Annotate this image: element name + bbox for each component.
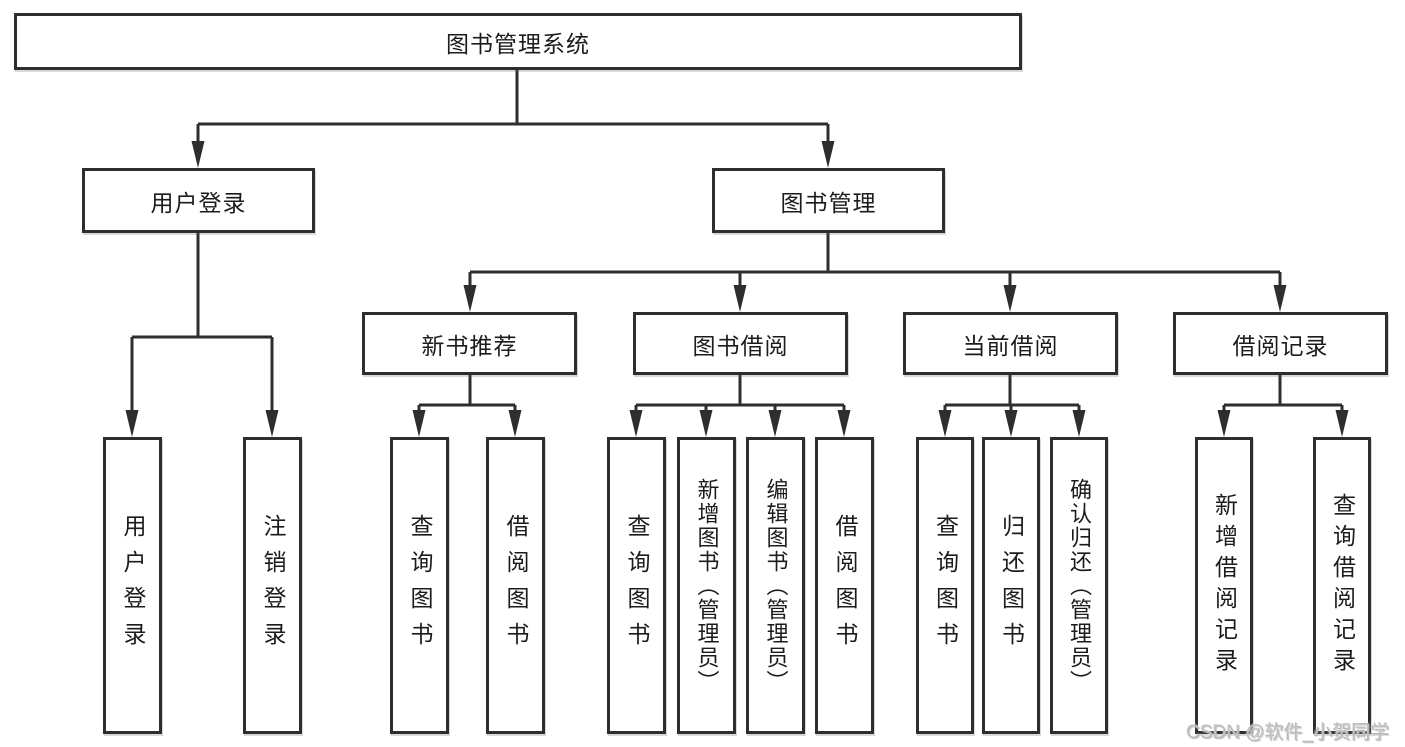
leaf-cb-query-books-label: 查询图书 [932,513,959,658]
node-new-book-recommend: 新书推荐 [362,312,577,375]
leaf-user-login: 用户登录 [103,437,162,734]
leaf-bb-borrow-books-label: 借阅图书 [832,513,858,658]
leaf-bb-edit-books-admin: 编辑图书（管理员） [746,437,805,734]
leaf-bb-query-books-label: 查询图书 [624,513,650,658]
leaf-br-query-record-label: 查询借阅记录 [1329,492,1356,679]
leaf-logout-label: 注销登录 [260,513,286,658]
leaf-br-query-record: 查询借阅记录 [1313,437,1371,734]
csdn-watermark: CSDN @软件_小贺同学 [1186,722,1389,743]
leaf-cb-return-books: 归还图书 [982,437,1040,734]
leaf-cb-query-books: 查询图书 [916,437,974,734]
leaf-bb-add-books-admin-label: 新增图书（管理员） [694,477,720,694]
leaf-bb-borrow-books: 借阅图书 [815,437,874,734]
node-book-management: 图书管理 [712,168,945,233]
node-borrowing-records: 借阅记录 [1173,312,1388,375]
leaf-cb-return-books-label: 归还图书 [998,513,1025,658]
node-book-borrowing-label: 图书借阅 [692,332,789,359]
node-book-management-label: 图书管理 [780,189,877,216]
leaf-nb-query-books: 查询图书 [390,437,449,734]
node-user-login-label: 用户登录 [150,189,247,216]
leaf-nb-borrow-books: 借阅图书 [486,437,545,734]
node-current-borrowing: 当前借阅 [903,312,1118,375]
leaf-nb-borrow-books-label: 借阅图书 [503,513,529,658]
leaf-logout: 注销登录 [243,437,302,734]
leaf-cb-confirm-return-admin-label: 确认归还（管理员） [1067,477,1092,694]
leaf-cb-confirm-return-admin: 确认归还（管理员） [1050,437,1108,734]
leaf-bb-add-books-admin: 新增图书（管理员） [677,437,736,734]
leaf-bb-query-books: 查询图书 [607,437,666,734]
node-book-borrowing: 图书借阅 [633,312,848,375]
leaf-br-add-record-label: 新增借阅记录 [1211,492,1238,679]
node-root-system: 图书管理系统 [14,13,1022,70]
node-current-borrowing-label: 当前借阅 [962,332,1059,359]
leaf-bb-edit-books-admin-label: 编辑图书（管理员） [763,477,789,694]
leaf-br-add-record: 新增借阅记录 [1195,437,1253,734]
node-user-login: 用户登录 [82,168,315,233]
node-new-book-recommend-label: 新书推荐 [421,332,518,359]
node-borrowing-records-label: 借阅记录 [1232,332,1329,359]
leaf-user-login-label: 用户登录 [120,513,146,658]
node-root-label: 图书管理系统 [446,30,590,57]
leaf-nb-query-books-label: 查询图书 [407,513,433,658]
